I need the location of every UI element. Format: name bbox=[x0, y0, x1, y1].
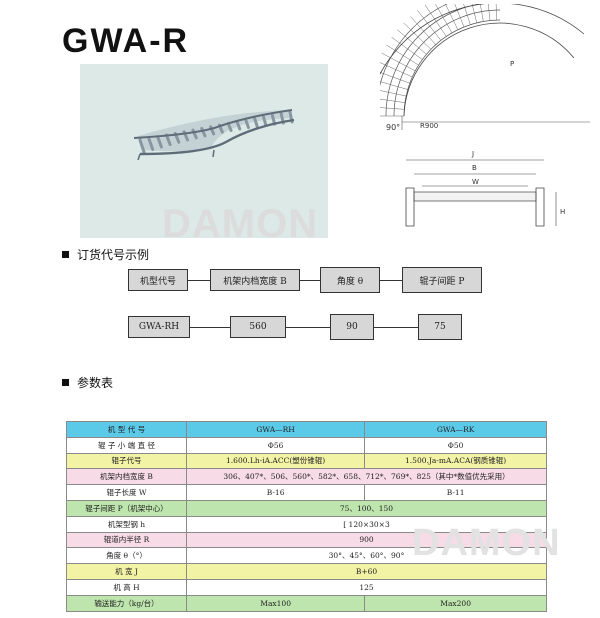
product-photo bbox=[80, 64, 328, 238]
row-value-rh: B-16 bbox=[185, 484, 366, 501]
radius-label: R900 bbox=[420, 122, 438, 130]
row-label: 辊道内半径 R bbox=[66, 531, 187, 549]
sample-frame-width: 560 bbox=[230, 316, 286, 338]
dimension-drawing-svg: 90° R900 P J B W H bbox=[365, 0, 590, 227]
row-value-rk: B-11 bbox=[364, 484, 547, 501]
table-row: 辊子间距 P（机架中心）75、100、150 bbox=[66, 499, 547, 517]
width-w-label: W bbox=[472, 178, 479, 186]
row-value-rk: Max200 bbox=[364, 594, 547, 612]
sample-angle: 90 bbox=[330, 314, 374, 340]
sample-model-code: GWA-RH bbox=[128, 316, 190, 338]
sample-roller-pitch: 75 bbox=[418, 314, 462, 340]
row-value: 125 bbox=[186, 578, 547, 596]
row-label: 输送能力（kg/台） bbox=[66, 594, 187, 612]
params-heading: 参数表 bbox=[62, 374, 113, 391]
technical-drawing: 90° R900 P J B W H bbox=[365, 0, 596, 240]
row-label: 辊子间距 P（机架中心） bbox=[66, 499, 187, 517]
row-label: 机 型 代 号 bbox=[66, 421, 187, 438]
row-value: 75、100、150 bbox=[186, 499, 547, 517]
row-label: 辊子长度 W bbox=[66, 484, 187, 501]
row-value: 306、407*、506、560*、582*、658、712*、769*、825… bbox=[186, 468, 547, 486]
row-label: 机 宽 J bbox=[66, 563, 187, 580]
row-value-rk: Φ50 bbox=[364, 436, 547, 454]
curved-roller-conveyor-illustration bbox=[133, 109, 295, 161]
watermark-bottom: DAMON bbox=[412, 522, 561, 564]
row-value-rh: 1.600.Lh-iA.ACC(塑份锥辊) bbox=[185, 452, 366, 470]
watermark-top: DAMON bbox=[162, 202, 319, 246]
width-b-label: B bbox=[472, 164, 477, 172]
template-roller-pitch: 辊子间距 P bbox=[402, 267, 482, 293]
page-title: GWA-R bbox=[62, 22, 190, 60]
row-value: B+60 bbox=[186, 563, 547, 580]
row-value-rk: 1.500.Ja-mA.ACA(钢质锥辊) bbox=[364, 452, 547, 470]
row-label: 机架型钢 h bbox=[66, 515, 187, 533]
row-label: 机架内档宽度 B bbox=[66, 468, 187, 486]
width-j-label: J bbox=[471, 150, 474, 158]
template-frame-width: 机架内档宽度 B bbox=[210, 269, 300, 291]
row-value-rh: GWA—RH bbox=[185, 421, 366, 438]
row-value-rh: Max100 bbox=[185, 594, 366, 612]
template-angle: 角度 θ bbox=[320, 267, 380, 293]
row-value-rk: GWA—RK bbox=[364, 421, 547, 438]
template-model-code: 机型代号 bbox=[128, 269, 188, 291]
angle-label: 90° bbox=[386, 123, 400, 132]
row-value-rh: Φ56 bbox=[185, 436, 366, 454]
pitch-label: P bbox=[510, 60, 514, 68]
order-example-heading: 订货代号示例 bbox=[62, 246, 149, 263]
row-label: 辊子代号 bbox=[66, 452, 187, 470]
height-h-label: H bbox=[560, 208, 565, 216]
row-label: 辊 子 小 端 直 径 bbox=[66, 436, 187, 454]
row-label: 机 高 H bbox=[66, 578, 187, 596]
row-label: 角度 θ（°） bbox=[66, 547, 187, 565]
